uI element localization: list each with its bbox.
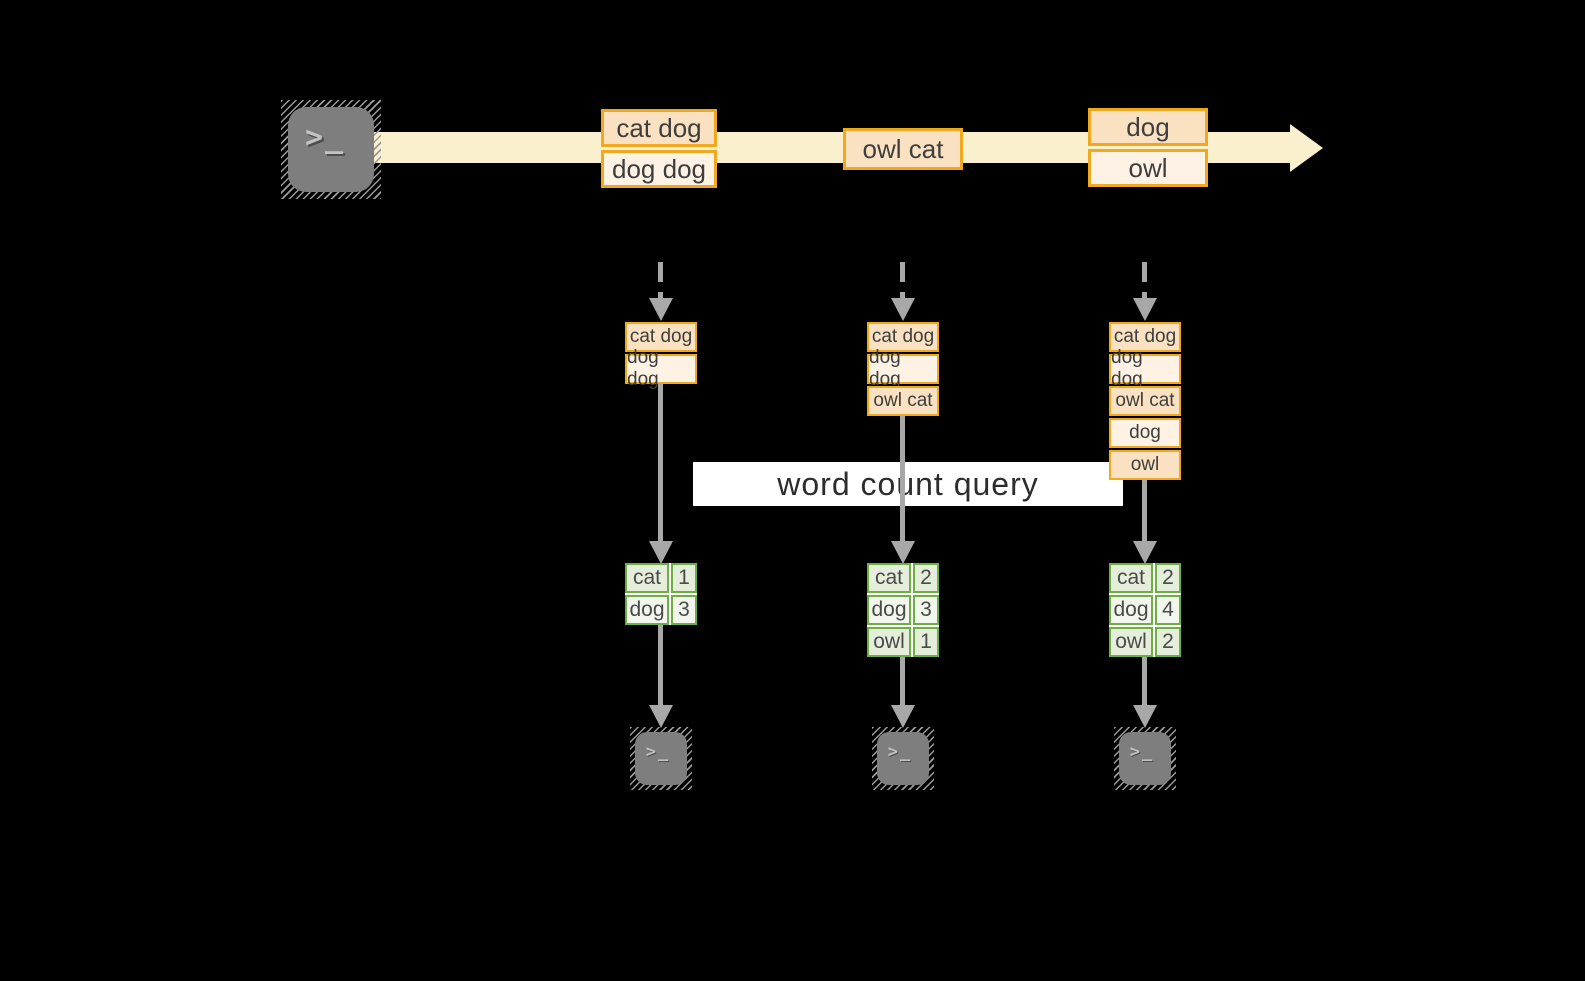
- result-table-3: cat 2 dog 4 owl 2: [1109, 563, 1181, 657]
- state-row: cat dog: [1109, 322, 1181, 352]
- output-terminal-icon-1: >_: [630, 727, 692, 790]
- trigger-arrow-2: [900, 262, 905, 298]
- stream-arrowhead-icon: [1290, 124, 1323, 172]
- terminal-prompt-icon: >_: [645, 741, 671, 762]
- query-arrow-3: [1142, 480, 1147, 541]
- word-cell: dog: [625, 595, 669, 625]
- state-row: dog: [1109, 418, 1181, 448]
- input-terminal-icon: >_: [281, 100, 381, 199]
- output-arrowhead-3: [1133, 705, 1157, 728]
- result-row: owl 1: [867, 627, 939, 657]
- result-row: dog 3: [625, 595, 697, 625]
- count-cell: 4: [1155, 595, 1181, 625]
- result-table-2: cat 2 dog 3 owl 1: [867, 563, 939, 657]
- trigger-arrowhead-3: [1133, 298, 1157, 321]
- word-cell: cat: [867, 563, 911, 593]
- state-row: cat dog: [625, 322, 697, 352]
- stream-event: owl: [1088, 149, 1208, 187]
- output-arrowhead-2: [891, 705, 915, 728]
- terminal-screen: >_: [635, 732, 687, 785]
- query-label: word count query: [693, 462, 1123, 506]
- output-arrow-1: [658, 625, 663, 705]
- input-state-2: cat dog dog dog owl cat: [867, 322, 939, 416]
- output-arrowhead-1: [649, 705, 673, 728]
- result-row: cat 2: [867, 563, 939, 593]
- output-arrow-3: [1142, 657, 1147, 705]
- word-cell: cat: [625, 563, 669, 593]
- output-terminal-icon-2: >_: [872, 727, 934, 790]
- query-arrowhead-3: [1133, 541, 1157, 564]
- terminal-screen: >_: [877, 732, 929, 785]
- count-cell: 3: [671, 595, 697, 625]
- trigger-arrow-3: [1142, 262, 1147, 298]
- stream-batch-2: owl cat: [843, 128, 963, 170]
- terminal-screen: >_: [288, 107, 374, 192]
- input-state-3: cat dog dog dog owl cat dog owl: [1109, 322, 1181, 480]
- trigger-arrowhead-2: [891, 298, 915, 321]
- query-arrow-1: [658, 384, 663, 541]
- stream-event: dog dog: [601, 150, 717, 188]
- state-row: owl: [1109, 450, 1181, 480]
- terminal-prompt-icon: >_: [887, 741, 913, 762]
- stream-event: dog: [1088, 108, 1208, 146]
- word-cell: owl: [867, 627, 911, 657]
- input-state-1: cat dog dog dog: [625, 322, 697, 390]
- state-row: dog dog: [1109, 347, 1181, 390]
- count-cell: 2: [1155, 627, 1181, 657]
- result-table-1: cat 1 dog 3: [625, 563, 697, 625]
- state-row: owl cat: [1109, 386, 1181, 416]
- count-cell: 1: [913, 627, 939, 657]
- count-cell: 1: [671, 563, 697, 593]
- word-cell: cat: [1109, 563, 1153, 593]
- word-cell: dog: [867, 595, 911, 625]
- stream-event: cat dog: [601, 109, 717, 147]
- result-row: owl 2: [1109, 627, 1181, 657]
- terminal-prompt-icon: >_: [1129, 741, 1155, 762]
- result-row: dog 4: [1109, 595, 1181, 625]
- terminal-prompt-icon: >_: [304, 120, 346, 155]
- state-row: dog dog: [867, 347, 939, 390]
- word-cell: dog: [1109, 595, 1153, 625]
- stream-batch-3: dog owl: [1088, 108, 1208, 187]
- count-cell: 2: [913, 563, 939, 593]
- stream-batch-1: cat dog dog dog: [601, 109, 717, 188]
- word-cell: owl: [1109, 627, 1153, 657]
- trigger-arrowhead-1: [649, 298, 673, 321]
- state-row: dog dog: [625, 347, 697, 390]
- stream-event: owl cat: [843, 128, 963, 170]
- query-label-text: word count query: [777, 465, 1039, 502]
- query-arrow-2: [900, 416, 905, 541]
- result-row: dog 3: [867, 595, 939, 625]
- query-arrowhead-2: [891, 541, 915, 564]
- terminal-screen: >_: [1119, 732, 1171, 785]
- result-row: cat 2: [1109, 563, 1181, 593]
- state-row: cat dog: [867, 322, 939, 352]
- trigger-arrow-1: [658, 262, 663, 298]
- query-arrowhead-1: [649, 541, 673, 564]
- state-row: owl cat: [867, 386, 939, 416]
- result-row: cat 1: [625, 563, 697, 593]
- output-arrow-2: [900, 657, 905, 705]
- output-terminal-icon-3: >_: [1114, 727, 1176, 790]
- count-cell: 2: [1155, 563, 1181, 593]
- count-cell: 3: [913, 595, 939, 625]
